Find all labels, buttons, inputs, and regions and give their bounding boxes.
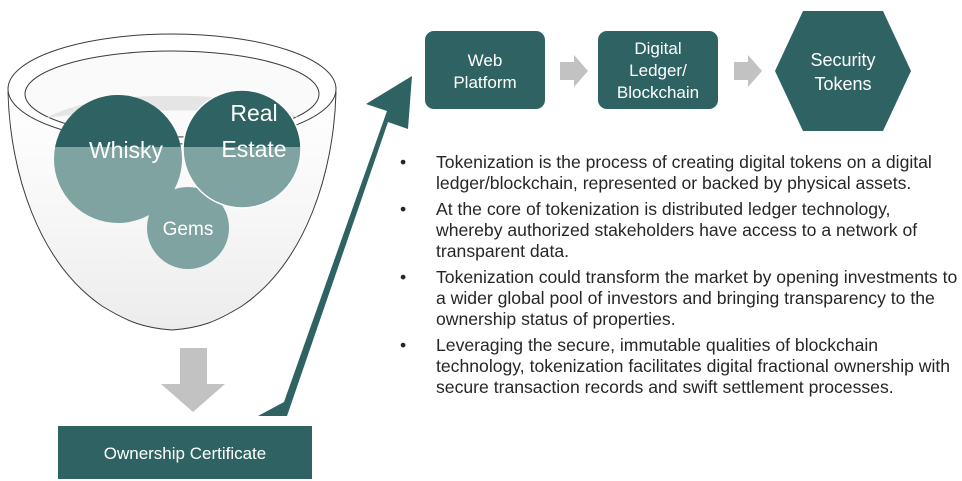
web-platform-label-line1: Web	[468, 51, 503, 70]
right-chevron-arrow-icon	[560, 55, 588, 87]
ledger-box	[598, 31, 718, 109]
bullet-item: Tokenization could transform the market …	[396, 267, 960, 330]
tokenization-bullet-list: Tokenization is the process of creating …	[396, 152, 960, 403]
real-estate-label-line1: Real	[230, 100, 277, 126]
security-tokens-label-line1: Security	[810, 50, 875, 70]
gems-label: Gems	[163, 219, 214, 240]
bullet-item: At the core of tokenization is distribut…	[396, 199, 960, 262]
ledger-label-line2: Ledger/	[629, 61, 687, 80]
real-estate-circle	[182, 89, 302, 209]
ledger-label-line3: Blockchain	[617, 83, 699, 102]
real-estate-label-line2: Estate	[221, 136, 286, 162]
web-platform-box	[425, 31, 545, 109]
right-chevron-arrow-icon	[734, 55, 762, 87]
down-arrow-icon	[161, 348, 225, 412]
diagonal-up-arrow-icon	[258, 76, 412, 416]
gems-circle	[147, 187, 229, 269]
bullet-item: Tokenization is the process of creating …	[396, 152, 960, 194]
bullet-item: Leveraging the secure, immutable qualiti…	[396, 335, 960, 398]
web-platform-label-line2: Platform	[453, 73, 516, 92]
ownership-certificate-label: Ownership Certificate	[104, 444, 267, 463]
security-tokens-label-line2: Tokens	[814, 74, 871, 94]
ownership-certificate-box	[58, 426, 312, 479]
ledger-label-line1: Digital	[634, 39, 681, 58]
security-tokens-hexagon	[775, 11, 911, 131]
whisky-label: Whisky	[89, 137, 164, 163]
